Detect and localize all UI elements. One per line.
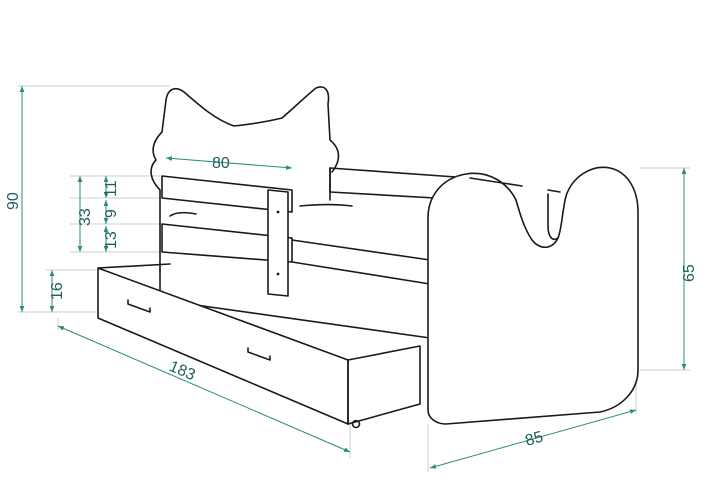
rail-post (267, 189, 289, 297)
dimension-lines (19, 86, 687, 469)
label-rail-top: 11 (103, 180, 120, 197)
drawer-handle-left (127, 299, 151, 313)
label-rail-middle: 9 (103, 209, 120, 218)
cat-headboard (150, 86, 340, 271)
upper-rail (161, 175, 293, 213)
footboard (427, 166, 639, 425)
label-footboard-height: 65 (681, 264, 698, 282)
drawer (97, 267, 349, 425)
label-rail-lower: 13 (103, 231, 120, 249)
label-drawer-height: 16 (49, 282, 66, 300)
label-rail-total: 33 (77, 208, 94, 226)
label-headboard-width: 80 (212, 155, 230, 172)
extension-lines (18, 85, 690, 472)
label-total-height: 90 (5, 192, 22, 210)
drawer-wheel (351, 419, 361, 429)
label-depth: 85 (523, 429, 545, 450)
label-length: 183 (166, 358, 197, 384)
